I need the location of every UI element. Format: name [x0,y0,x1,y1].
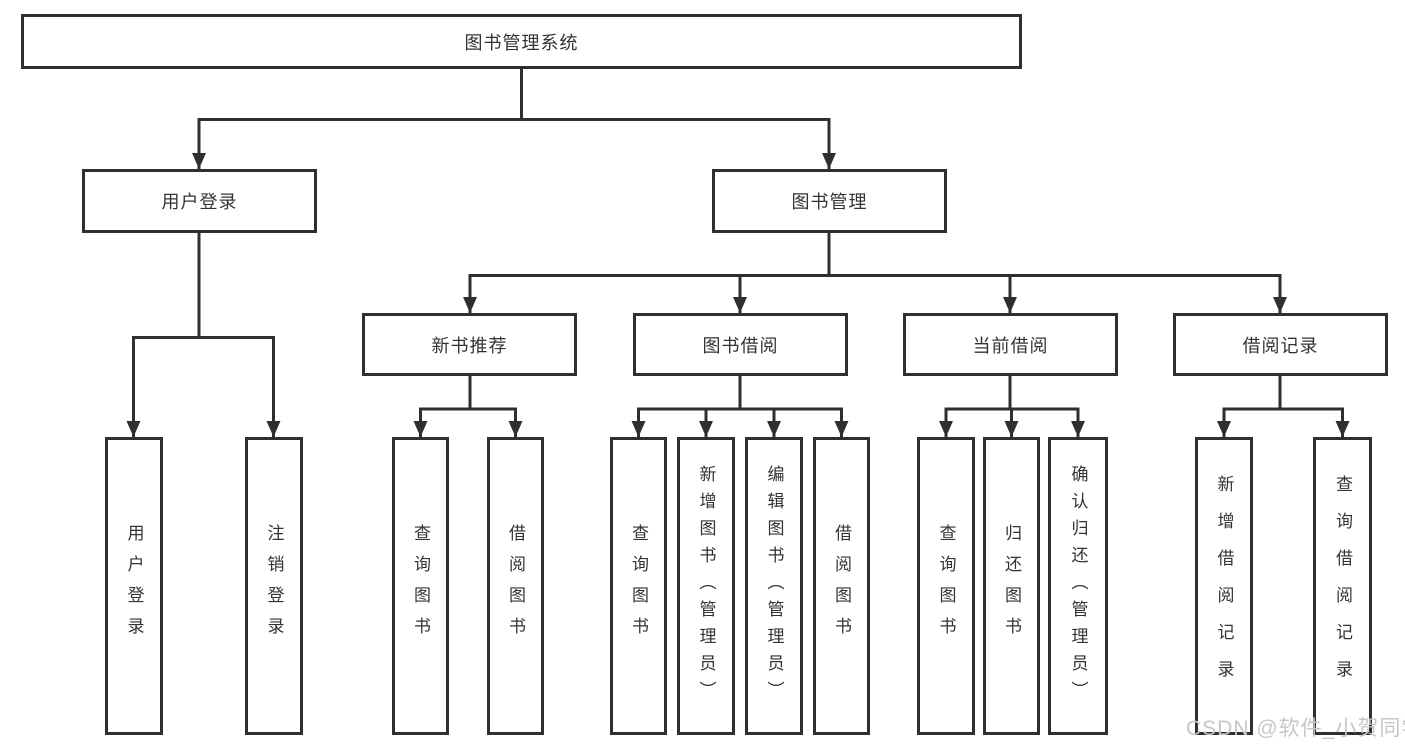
leaf-edit-books-admin-label: 编辑图书（管理员） [764,464,784,708]
leaf-return-books-label: 归还图书 [1002,524,1021,648]
edges-book-management-branch [463,233,1287,313]
leaf-borrow-books: 借阅图书 [813,437,870,735]
leaf-user-login: 用户登录 [105,437,163,735]
leaf-query-borrow-record-label: 查询借阅记录 [1333,475,1352,697]
leaf-query-books-current-label: 查询图书 [936,524,956,648]
leaf-borrow-books-recommend: 借阅图书 [487,437,544,735]
edges-borrow-record-branch [1217,376,1350,437]
leaf-confirm-return-admin-label: 确认归还（管理员） [1068,464,1088,708]
leaf-add-borrow-record-label: 新增借阅记录 [1214,475,1234,697]
leaf-add-books-admin: 新增图书（管理员） [677,437,735,735]
leaf-edit-books-admin: 编辑图书（管理员） [745,437,803,735]
node-borrowing-records: 借阅记录 [1173,313,1388,376]
node-book-management: 图书管理 [712,169,947,233]
leaf-logout-login: 注销登录 [245,437,303,735]
edges-book-borrow-branch [631,376,849,437]
edges-root-to-level2 [192,68,836,169]
leaf-query-books-borrow-label: 查询图书 [629,524,648,648]
leaf-query-borrow-record: 查询借阅记录 [1313,437,1372,735]
leaf-borrow-books-label: 借阅图书 [832,524,851,648]
leaf-add-books-admin-label: 新增图书（管理员） [696,464,716,708]
leaf-confirm-return-admin: 确认归还（管理员） [1048,437,1108,735]
node-library-management-system: 图书管理系统 [21,14,1022,69]
leaf-logout-login-label: 注销登录 [264,524,284,648]
leaf-borrow-books-recommend-label: 借阅图书 [506,524,525,648]
edges-current-borrow-branch [939,376,1085,437]
leaf-query-books-current: 查询图书 [917,437,975,735]
leaf-user-login-label: 用户登录 [124,524,144,648]
leaf-add-borrow-record: 新增借阅记录 [1195,437,1253,735]
leaf-query-books-borrow: 查询图书 [610,437,667,735]
node-user-login: 用户登录 [82,169,317,233]
edges-user-login-branch [126,233,281,437]
watermark: CSDN @软件_小贺同学 [1186,717,1405,740]
leaf-query-books-recommend-label: 查询图书 [411,524,430,648]
leaf-return-books: 归还图书 [983,437,1040,735]
leaf-query-books-recommend: 查询图书 [392,437,449,735]
edges-new-book-branch [413,376,523,437]
node-book-borrowing: 图书借阅 [633,313,848,376]
node-new-book-recommendation: 新书推荐 [362,313,577,376]
node-current-borrowing: 当前借阅 [903,313,1118,376]
